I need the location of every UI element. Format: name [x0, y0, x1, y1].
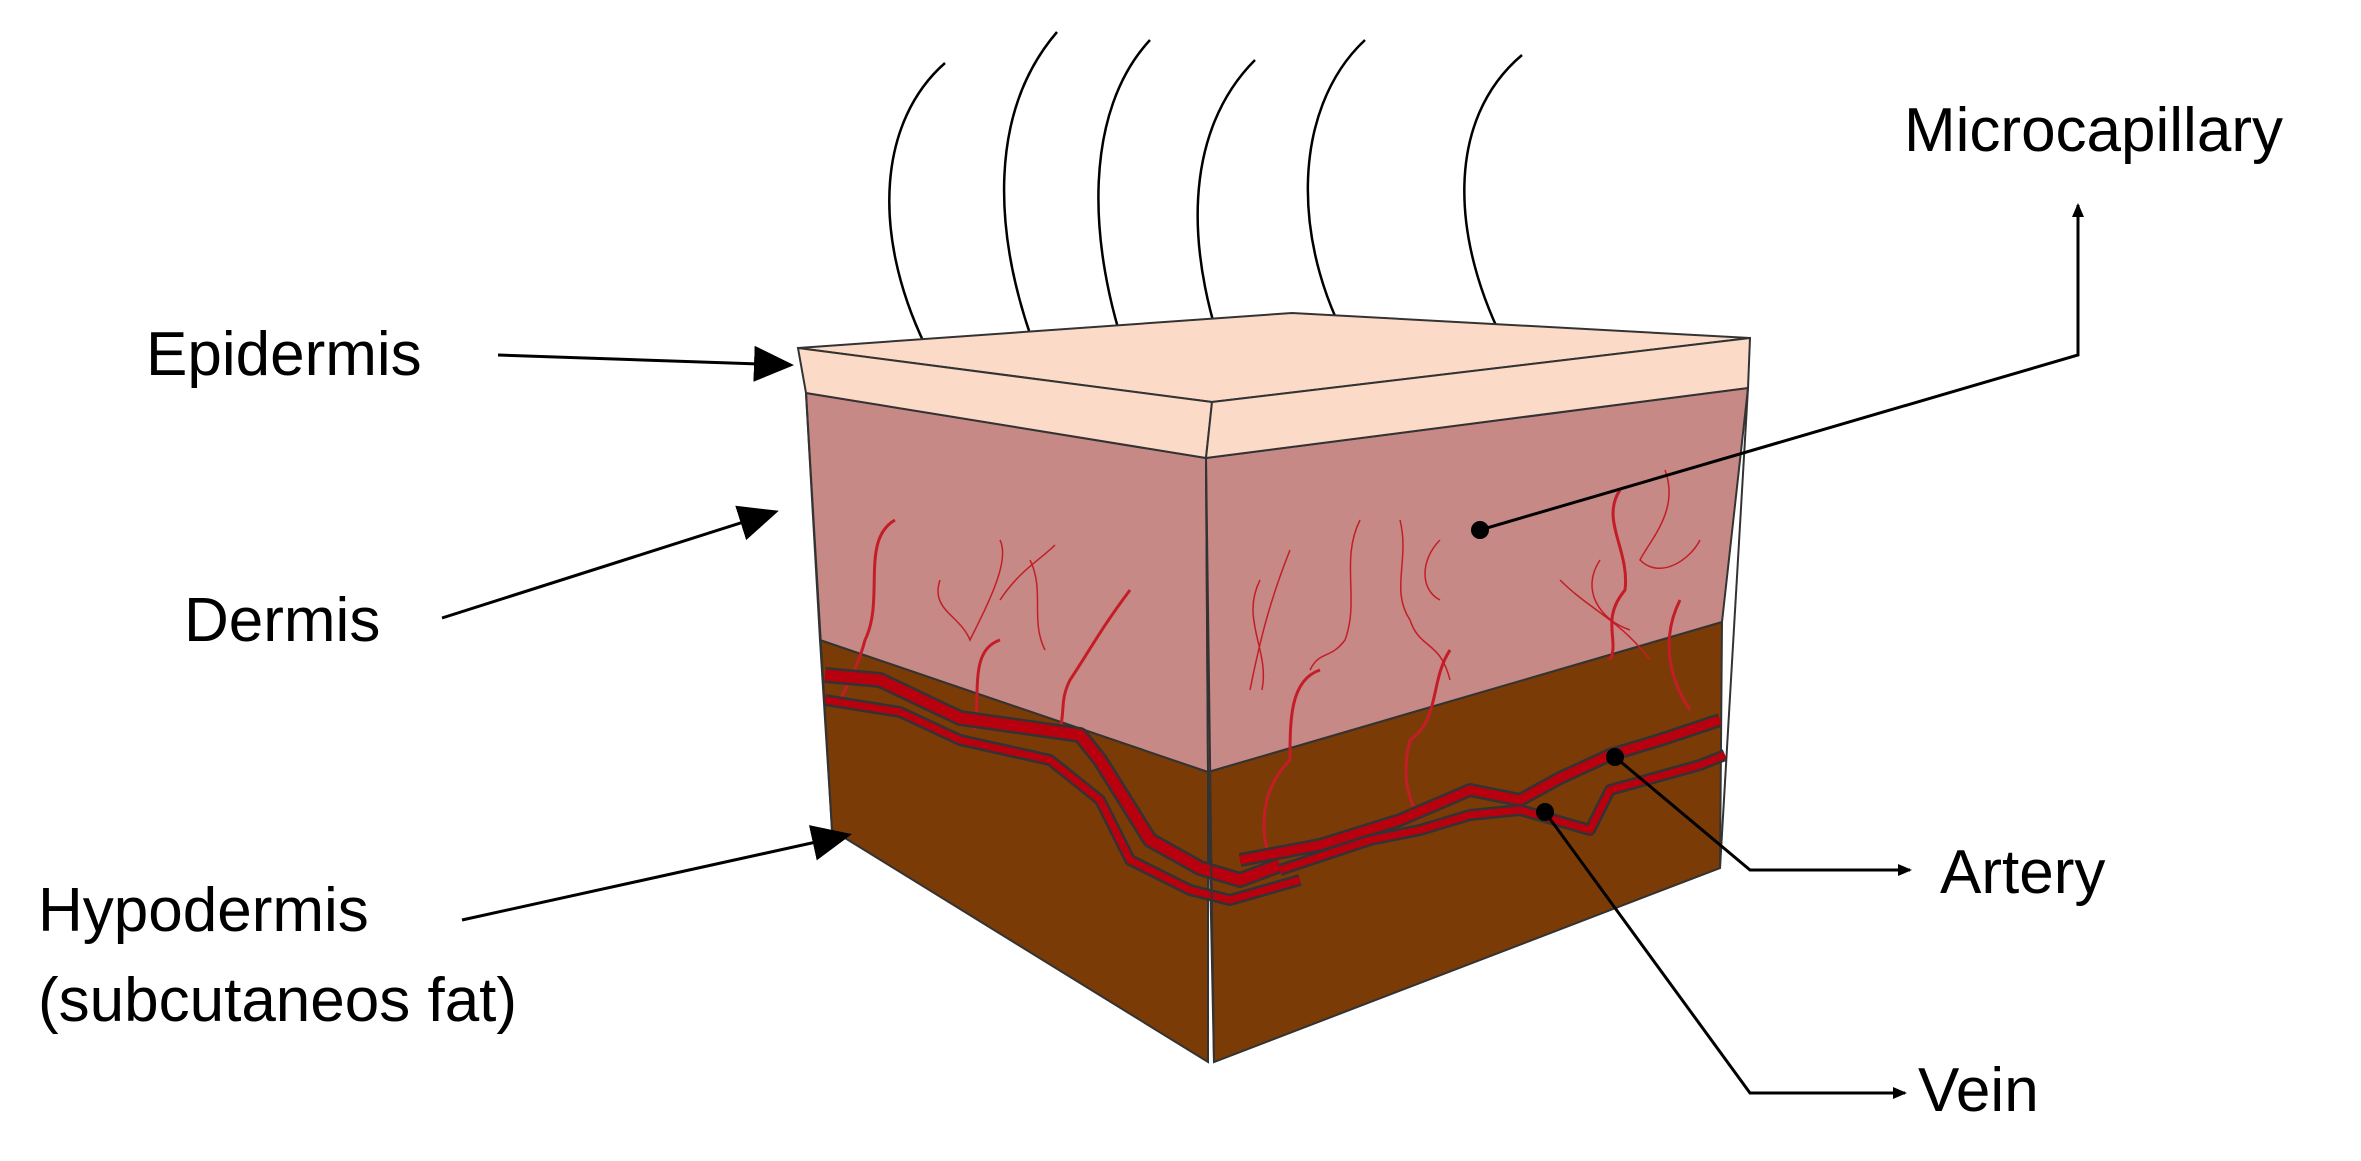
artery-arrow: [1614, 755, 1912, 876]
capillary: [1252, 579, 1265, 691]
label-epidermis: Epidermis: [146, 320, 422, 389]
capillary: [1029, 559, 1046, 651]
epidermis-layer: [796, 311, 1752, 460]
artery-dot: [1606, 748, 1624, 766]
label-dermis: Dermis: [184, 586, 381, 655]
capillary: [1309, 519, 1361, 671]
vein-arrow: [1543, 811, 1907, 1099]
hair-strand: [888, 62, 946, 346]
label-vein: Vein: [1918, 1056, 2039, 1125]
label-hypodermis: Hypodermis: [38, 876, 369, 945]
capillary: [1608, 489, 1628, 661]
hypodermis-arrow: [461, 825, 852, 922]
dermis-arrow: [441, 505, 779, 620]
capillary: [1667, 599, 1692, 711]
capillary: [1424, 539, 1441, 601]
hair-strand: [1463, 54, 1523, 351]
capillary: [1591, 559, 1631, 631]
hair-strand: [1306, 39, 1366, 361]
capillary: [1058, 589, 1132, 731]
vein-dot: [1536, 803, 1554, 821]
capillary: [1399, 519, 1451, 681]
capillary: [1559, 579, 1651, 661]
label-microcapillary: Microcapillary: [1904, 96, 2283, 165]
microcapillary-dot: [1471, 521, 1489, 539]
capillary: [1249, 549, 1291, 691]
label-hypodermis-subtitle: (subcutaneos fat): [38, 966, 518, 1035]
hair-strand: [1097, 39, 1151, 366]
capillary: [999, 544, 1056, 601]
epidermis-arrow: [497, 345, 794, 382]
hair-strand: [1002, 31, 1058, 357]
capillary: [1262, 668, 1321, 861]
microcapillary-arrow: [1479, 203, 2084, 532]
block-edges: [805, 387, 1749, 1063]
pointer-arrows: [441, 203, 2084, 1099]
capillary: [937, 539, 1004, 642]
label-artery: Artery: [1940, 838, 2106, 907]
hair-strands: [888, 31, 1523, 386]
capillary: [1639, 469, 1701, 570]
blood-vessels: [824, 667, 1728, 906]
pointer-dots: [1471, 521, 1624, 821]
capillary: [1404, 649, 1452, 821]
